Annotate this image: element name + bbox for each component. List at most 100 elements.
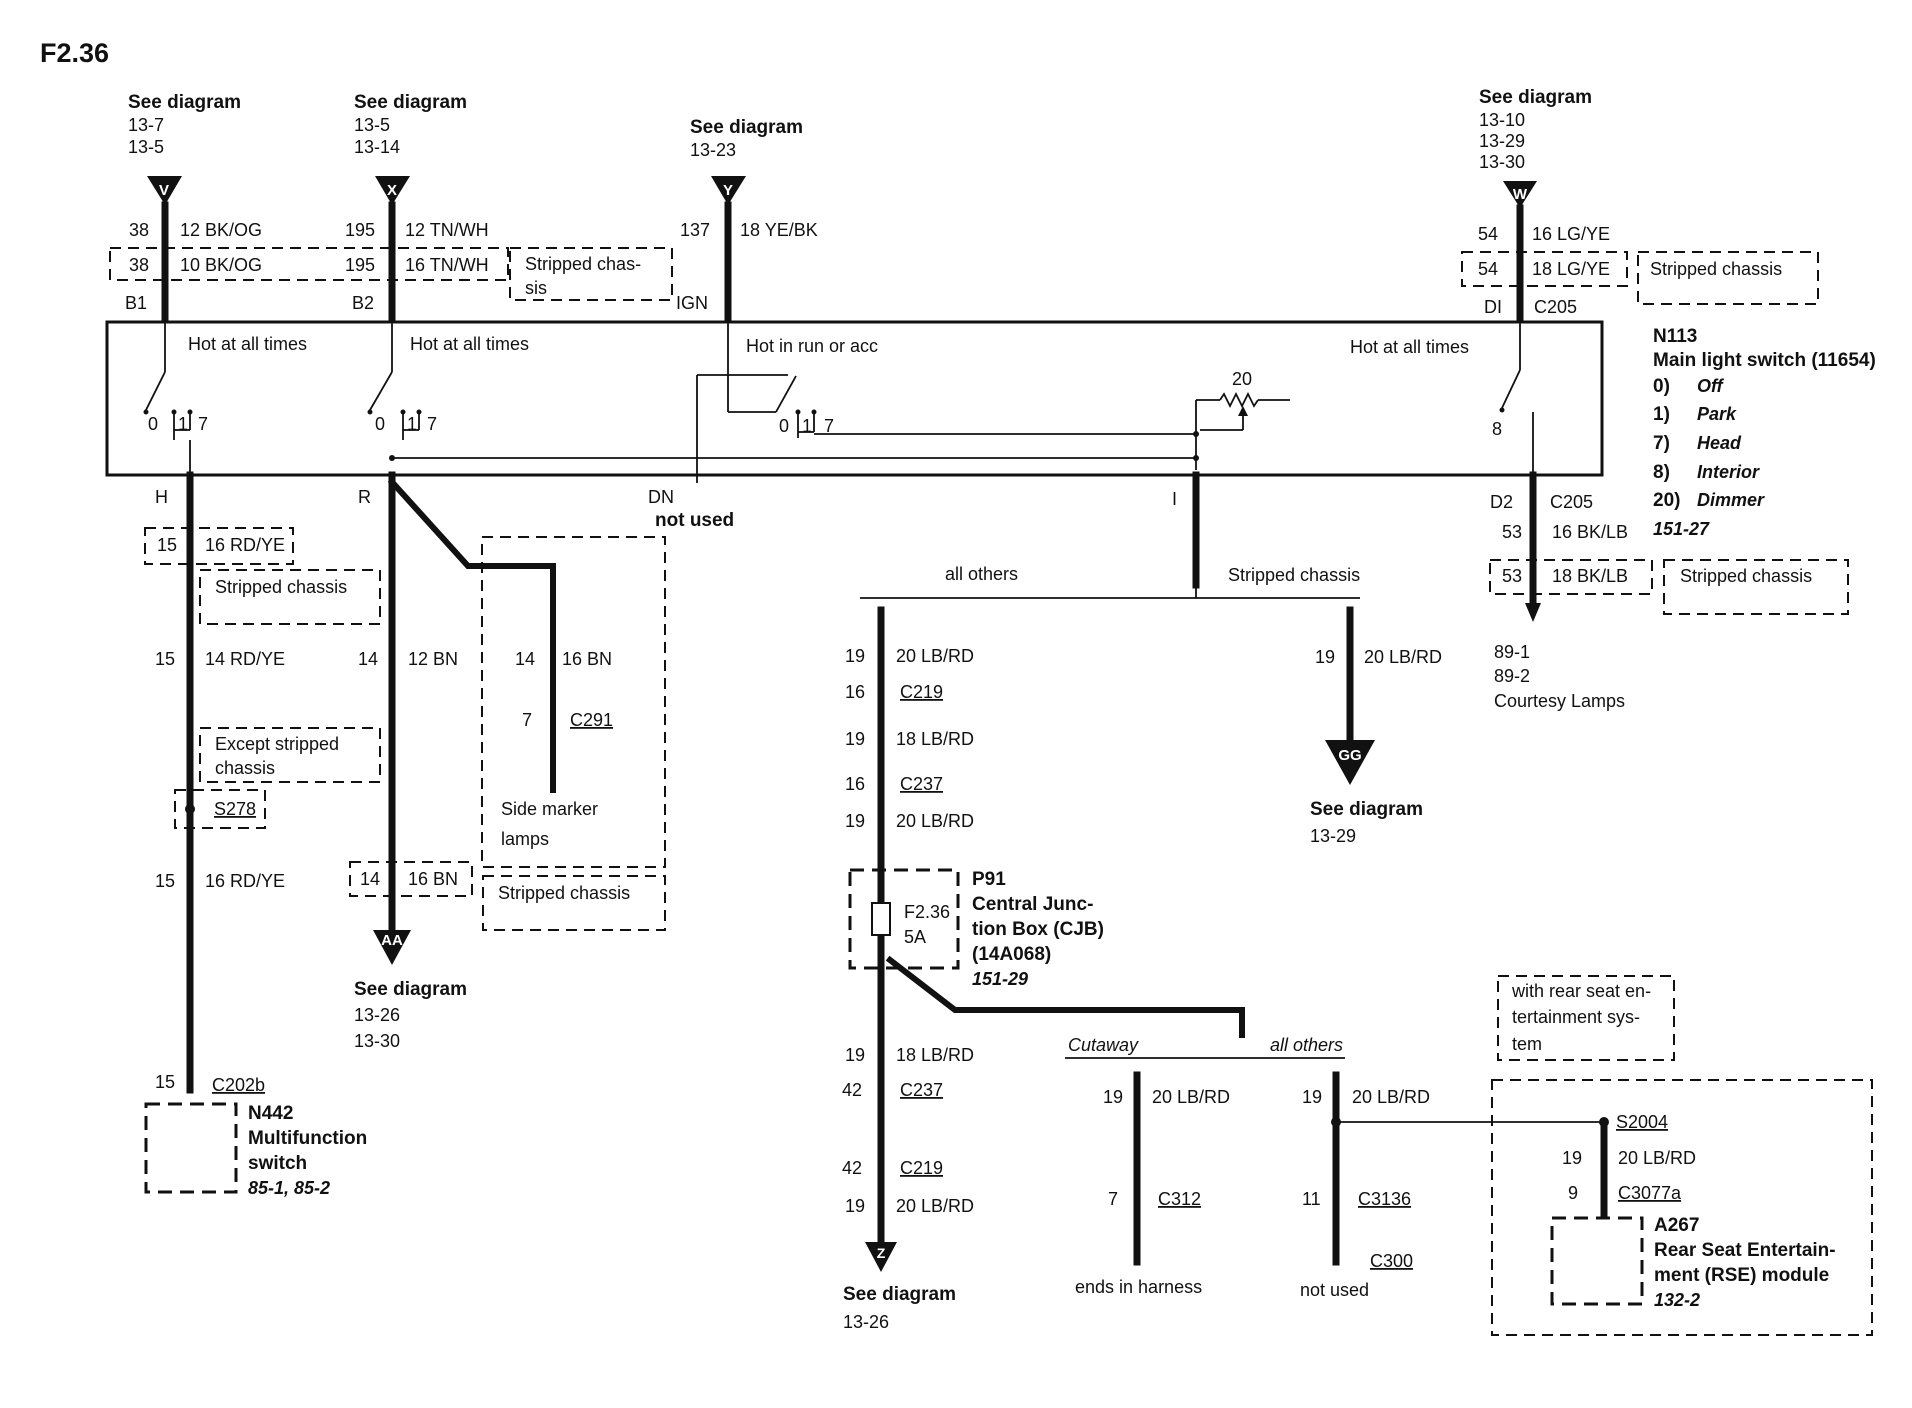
wire-v-alt-label: 10 BK/OG (180, 255, 262, 275)
ref-gg-page-1: 13-29 (1310, 826, 1356, 846)
ref-w-page-3: 13-30 (1479, 152, 1525, 172)
note-stripped-top-left-1: Stripped chas- (525, 254, 641, 274)
mid-w2-num: 14 (360, 869, 380, 889)
ref-w-page-2: 13-29 (1479, 131, 1525, 151)
note-except-1: Except stripped (215, 734, 339, 754)
n113-name: Main light switch (11654) (1653, 350, 1876, 371)
switch-2-pos-0: 0 (375, 414, 385, 434)
connector-v-letter: V (159, 182, 169, 199)
c3136-pin: 11 (1302, 1189, 1321, 1209)
rse-conn: C3077a (1618, 1183, 1682, 1203)
switch-4-pos-8: 8 (1492, 419, 1502, 439)
ref-gg[interactable]: See diagram 13-29 (1310, 799, 1423, 846)
ref-aa[interactable]: See diagram 13-26 13-30 (354, 979, 467, 1051)
splice-box-s278 (174, 789, 266, 829)
center-c219: C219 (900, 682, 943, 702)
note-except-2: chassis (215, 758, 275, 778)
connector-aa-letter: AA (381, 932, 403, 949)
n113-pos-label-3: Interior (1697, 462, 1760, 482)
alt-wire-box-left (109, 247, 509, 281)
left-w2-num: 15 (155, 649, 175, 669)
ref-w[interactable]: See diagram 13-10 13-29 13-30 W (1479, 87, 1592, 208)
splice-s2004: S2004 (1616, 1112, 1668, 1132)
switch-3-pos-0: 0 (779, 416, 789, 436)
left-w3-num: 15 (155, 871, 175, 891)
right-w2-label: 18 BK/LB (1552, 566, 1628, 586)
note-ends-in-harness: ends in harness (1075, 1277, 1202, 1297)
center-r4-label: 18 LB/RD (896, 1045, 974, 1065)
center-r1-num: 19 (845, 646, 865, 666)
ref-v-page-2: 13-5 (128, 137, 164, 157)
wire-w-num: 54 (1478, 224, 1498, 244)
oth-num: 19 (1302, 1087, 1322, 1107)
n113-pos-num-4: 20) (1653, 490, 1680, 511)
c3136: C3136 (1358, 1189, 1411, 1209)
n113-pos-num-0: 0) (1653, 376, 1670, 397)
ref-z[interactable]: See diagram 13-26 (843, 1284, 956, 1332)
switch-3-pos-1: 1 (802, 416, 812, 436)
pin-ign: IGN (676, 293, 708, 313)
ref-x[interactable]: See diagram 13-5 13-14 X (354, 92, 467, 205)
c300: C300 (1370, 1251, 1413, 1271)
pin-r: R (358, 487, 371, 507)
n113-pos-label-1: Park (1697, 404, 1737, 424)
center-c237b-pin: 42 (842, 1080, 862, 1100)
wire-y-label: 18 YE/BK (740, 220, 818, 240)
ref-y[interactable]: See diagram 13-23 Y (690, 117, 803, 205)
side-label: 16 BN (562, 649, 612, 669)
p91-id: P91 (972, 869, 1006, 890)
ref-aa-title: See diagram (354, 979, 467, 1000)
p91-ref: 151-29 (972, 969, 1028, 989)
wire-x-alt-label: 16 TN/WH (405, 255, 489, 275)
pin-i: I (1172, 489, 1177, 509)
gg-wire-num: 19 (1315, 647, 1335, 667)
left-w3-label: 16 RD/YE (205, 871, 285, 891)
a267-label: A267 Rear Seat Entertain- ment (RSE) mod… (1654, 1215, 1836, 1310)
n113-pos-num-2: 7) (1653, 433, 1670, 454)
n113-id: N113 (1653, 326, 1697, 347)
p91-name-2: tion Box (CJB) (972, 919, 1104, 940)
side-pin: 7 (522, 710, 532, 730)
left-w1-label: 16 RD/YE (205, 535, 285, 555)
switch-hot-3: Hot in run or acc (746, 336, 878, 356)
wire-side-marker (387, 477, 556, 793)
note-box-except (199, 727, 381, 783)
rse-pin: 9 (1568, 1183, 1578, 1203)
ref-v[interactable]: See diagram 13-7 13-5 V (128, 92, 241, 205)
ref-x-page-1: 13-5 (354, 115, 390, 135)
alt-wire-box-d2 (1489, 559, 1653, 595)
left-w2-label: 14 RD/YE (205, 649, 285, 669)
pin-dl: DI (1484, 297, 1502, 317)
rse-w-num: 19 (1562, 1148, 1582, 1168)
ref-y-page-1: 13-23 (690, 140, 736, 160)
switch-2-pos-7: 7 (427, 414, 437, 434)
n442-label: N442 Multifunction switch 85-1, 85-2 (248, 1103, 367, 1198)
mid-w1-label: 12 BN (408, 649, 458, 669)
left-w4-conn: C202b (212, 1075, 265, 1095)
note-box-stripped-left (199, 569, 381, 625)
switch-hot-2: Hot at all times (410, 334, 529, 354)
pin-c205-top: C205 (1534, 297, 1577, 317)
center-r1-label: 20 LB/RD (896, 646, 974, 666)
center-r3-num: 19 (845, 811, 865, 831)
mid-w1-num: 14 (358, 649, 378, 669)
n442-box (144, 1102, 238, 1194)
n113-label: N113 Main light switch (11654) 0) Off 1)… (1653, 326, 1876, 539)
ref-v-title: See diagram (128, 92, 241, 113)
rse-w-label: 20 LB/RD (1618, 1148, 1696, 1168)
center-r2-label: 18 LB/RD (896, 729, 974, 749)
n442-name-1: Multifunction (248, 1128, 367, 1149)
courtesy-lamps: Courtesy Lamps (1494, 691, 1625, 711)
switch-1-pos-7: 7 (198, 414, 208, 434)
right-w1-num: 53 (1502, 522, 1522, 542)
cut-label: 20 LB/RD (1152, 1087, 1230, 1107)
a267-name-1: Rear Seat Entertain- (1654, 1240, 1836, 1261)
c312: C312 (1158, 1189, 1201, 1209)
note-stripped-center: Stripped chassis (1228, 565, 1360, 585)
ref-x-page-2: 13-14 (354, 137, 400, 157)
note-not-used-dn: not used (655, 510, 734, 531)
gg-wire-label: 20 LB/RD (1364, 647, 1442, 667)
pin-c205-bot: C205 (1550, 492, 1593, 512)
left-w4-num: 15 (155, 1072, 175, 1092)
